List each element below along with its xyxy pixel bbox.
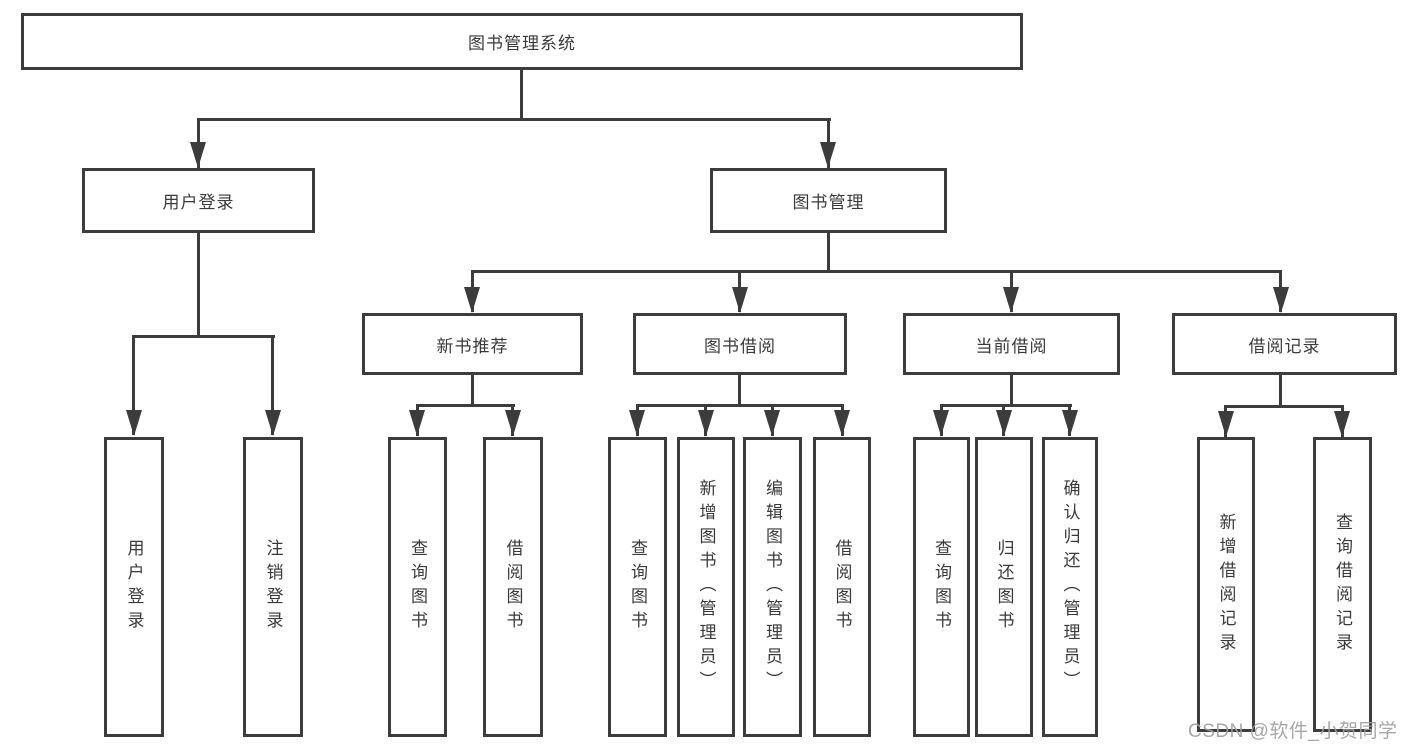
arrow-down-icon: [1273, 287, 1289, 313]
arrow-down-icon: [698, 410, 714, 436]
node-label: 编辑图书（管理员）: [763, 479, 782, 695]
node-label: 新书推荐: [436, 336, 509, 356]
node-label: 确认归还（管理员）: [1060, 479, 1080, 695]
node-label: 当前借阅: [975, 336, 1048, 356]
node-label: 查询图书: [628, 539, 647, 635]
node-leaf-query-borrow-record: 查询借阅记录: [1313, 437, 1372, 732]
node-root: 图书管理系统: [21, 13, 1023, 70]
node-leaf-borrow-books: 借阅图书: [813, 437, 871, 737]
node-label: 借阅记录: [1248, 336, 1321, 356]
watermark: CSDN @软件_小贺同学: [1188, 721, 1398, 742]
node-label: 借阅图书: [503, 539, 523, 635]
arrow-down-icon: [409, 410, 425, 436]
node-label: 图书管理: [792, 193, 865, 212]
node-leaf-query-books-recommend: 查询图书: [388, 437, 447, 737]
connector-line: [520, 70, 523, 118]
connector-line: [132, 335, 135, 435]
node-leaf-logout: 注销登录: [243, 437, 303, 737]
connector-line: [271, 335, 274, 435]
node-user-login: 用户登录: [82, 168, 315, 233]
connector-line: [197, 118, 831, 121]
node-leaf-user-login: 用户登录: [104, 437, 164, 737]
arrow-down-icon: [190, 142, 206, 168]
arrow-down-icon: [996, 410, 1012, 436]
connector-line: [132, 335, 275, 338]
connector-line: [416, 404, 515, 407]
node-label: 用户登录: [162, 193, 235, 212]
connector-line: [471, 375, 474, 406]
node-book-management: 图书管理: [710, 168, 947, 233]
node-new-book-recommend: 新书推荐: [362, 313, 583, 375]
node-leaf-confirm-return-admin: 确认归还（管理员）: [1042, 437, 1098, 737]
arrow-down-icon: [1062, 410, 1078, 436]
node-root-label: 图书管理系统: [468, 34, 576, 53]
arrow-down-icon: [265, 410, 281, 436]
node-leaf-add-books-admin: 新增图书（管理员）: [677, 437, 735, 737]
node-label: 新增图书（管理员）: [696, 479, 716, 695]
connector-line: [1279, 375, 1282, 407]
node-label: 查询图书: [932, 539, 951, 635]
node-label: 查询借阅记录: [1333, 512, 1352, 657]
connector-line: [1224, 405, 1344, 408]
connector-line: [827, 233, 830, 273]
arrow-down-icon: [764, 410, 780, 436]
arrow-down-icon: [1218, 411, 1234, 437]
arrow-down-icon: [1334, 411, 1350, 437]
arrow-down-icon: [1003, 287, 1019, 313]
node-label: 查询图书: [408, 539, 427, 635]
node-leaf-query-books-current: 查询图书: [913, 437, 970, 737]
node-current-borrow: 当前借阅: [903, 313, 1120, 375]
connector-line: [197, 233, 200, 335]
node-book-borrow: 图书借阅: [633, 313, 847, 375]
node-label: 借阅图书: [832, 539, 852, 635]
node-label: 新增借阅记录: [1216, 512, 1236, 657]
node-label: 注销登录: [263, 539, 283, 635]
node-leaf-add-borrow-record: 新增借阅记录: [1197, 437, 1255, 732]
arrow-down-icon: [732, 287, 748, 313]
arrow-down-icon: [629, 410, 645, 436]
arrow-down-icon: [820, 142, 836, 168]
connector-line: [471, 270, 1281, 273]
connector-line: [1010, 375, 1013, 406]
node-leaf-return-books: 归还图书: [975, 437, 1033, 737]
connector-line: [738, 375, 741, 406]
arrow-down-icon: [126, 410, 142, 436]
node-leaf-query-books-borrow: 查询图书: [608, 437, 667, 737]
node-borrow-records: 借阅记录: [1172, 313, 1397, 375]
node-label: 图书借阅: [704, 336, 776, 356]
node-label: 归还图书: [994, 539, 1014, 635]
connector-line: [940, 404, 1072, 407]
arrow-down-icon: [933, 410, 949, 436]
arrow-down-icon: [505, 410, 521, 436]
node-label: 用户登录: [124, 539, 144, 635]
connector-line: [636, 404, 844, 407]
arrow-down-icon: [464, 287, 480, 313]
arrow-down-icon: [834, 410, 850, 436]
node-leaf-edit-books-admin: 编辑图书（管理员）: [743, 437, 802, 737]
node-leaf-borrow-books-recommend: 借阅图书: [483, 437, 543, 737]
